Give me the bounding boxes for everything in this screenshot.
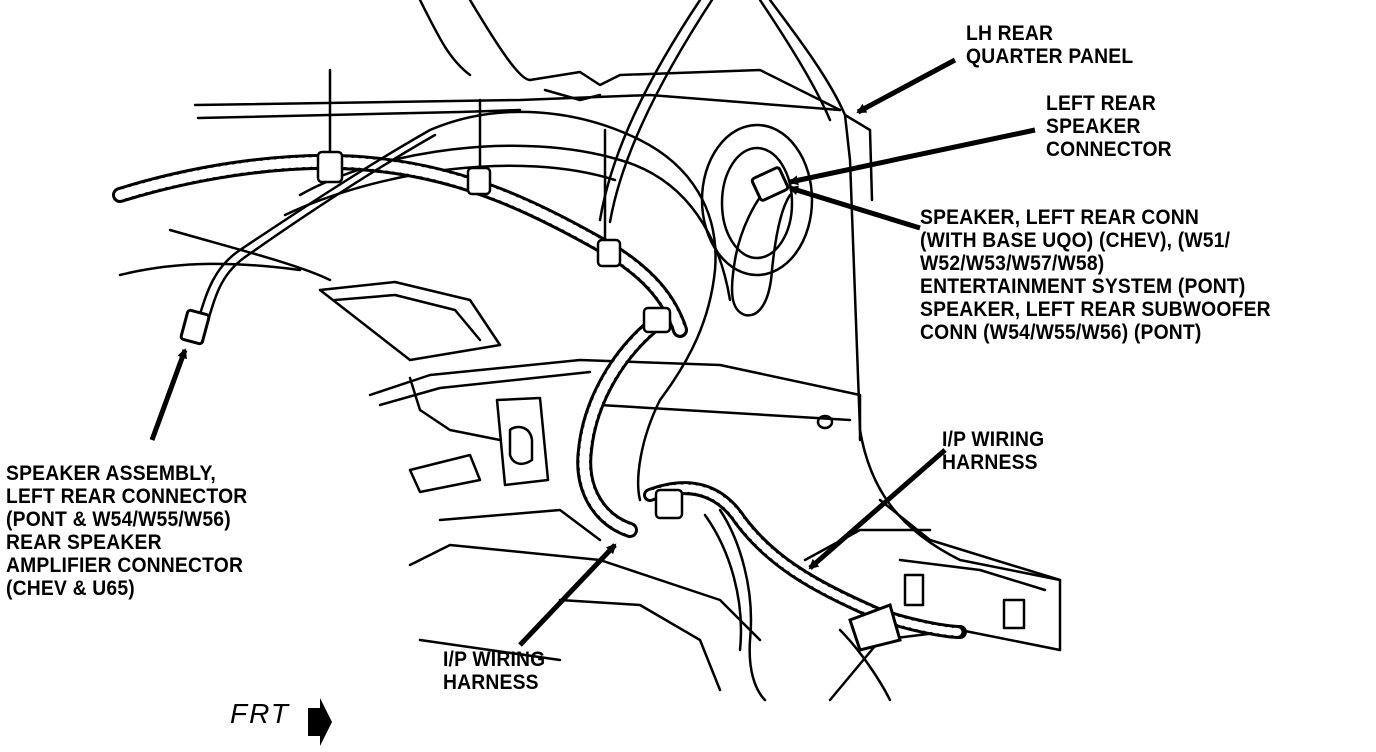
- left-speaker-assembly-connector-part: [179, 308, 211, 346]
- callout-line: LEFT REAR: [1046, 92, 1157, 115]
- callout-line: LEFT REAR CONNECTOR: [6, 485, 248, 508]
- callout-line: HARNESS: [942, 451, 1038, 474]
- callout-line: QUARTER PANEL: [966, 45, 1134, 68]
- front-direction-arrow-icon: [308, 698, 332, 746]
- callout-line: AMPLIFIER CONNECTOR: [6, 554, 244, 577]
- callout-line: (WITH BASE UQO) (CHEV), (W51/: [920, 229, 1231, 252]
- callout-line: (CHEV & U65): [6, 577, 135, 600]
- wire-runs: [193, 0, 892, 702]
- body-structure: [118, 0, 1062, 702]
- callout-line: CONN (W54/W55/W56) (PONT): [920, 321, 1202, 344]
- callout-line: ENTERTAINMENT SYSTEM (PONT): [920, 275, 1246, 298]
- left-rear-speaker-connector-part: [750, 166, 790, 202]
- callout-ip-wiring-harness-bottom: I/P WIRING HARNESS: [443, 648, 545, 694]
- callout-speaker-left-rear-conn: SPEAKER, LEFT REAR CONN (WITH BASE UQO) …: [920, 206, 1271, 344]
- callout-line: LH REAR: [966, 22, 1054, 45]
- callout-arrows: [149, 57, 1036, 647]
- callout-line: I/P WIRING: [443, 648, 546, 671]
- callout-line: REAR SPEAKER: [6, 531, 162, 554]
- callout-speaker-assembly-left-rear-connector: SPEAKER ASSEMBLY, LEFT REAR CONNECTOR (P…: [6, 462, 247, 600]
- wiring-harness-main: [112, 153, 967, 639]
- front-orientation-label: FRT: [230, 698, 290, 729]
- callout-ip-wiring-harness-right: I/P WIRING HARNESS: [942, 428, 1044, 474]
- callout-line: CONNECTOR: [1046, 138, 1172, 161]
- callout-line: SPEAKER, LEFT REAR CONN: [920, 206, 1200, 229]
- callout-lh-rear-quarter-panel: LH REAR QUARTER PANEL: [966, 22, 1133, 68]
- callout-line: SPEAKER, LEFT REAR SUBWOOFER: [920, 298, 1271, 321]
- callout-line: SPEAKER ASSEMBLY,: [6, 462, 216, 485]
- callout-line: HARNESS: [443, 671, 539, 694]
- callout-line: I/P WIRING: [942, 428, 1045, 451]
- harness-tie: [848, 603, 902, 652]
- callout-line: (PONT & W54/W55/W56): [6, 508, 231, 531]
- callout-left-rear-speaker-connector: LEFT REAR SPEAKER CONNECTOR: [1046, 92, 1172, 161]
- callout-line: W52/W53/W57/W58): [920, 252, 1105, 275]
- harness-clips: [316, 150, 684, 520]
- callout-line: SPEAKER: [1046, 115, 1141, 138]
